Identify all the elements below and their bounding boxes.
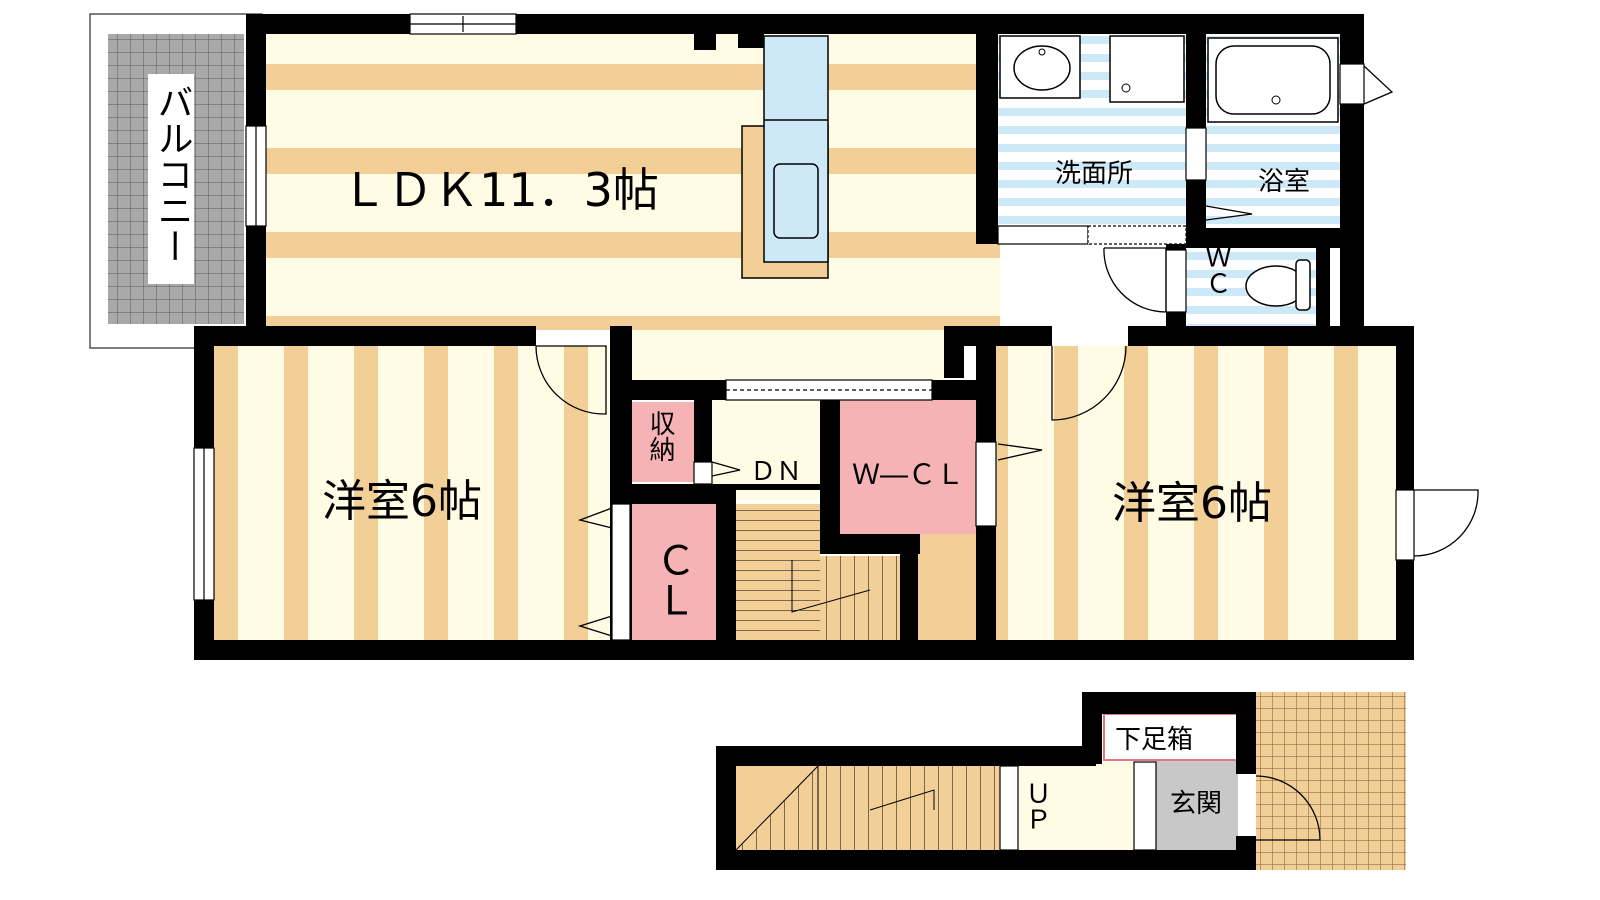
windows bbox=[193, 13, 1415, 641]
ldk-label: ＬＤＫ11．3帖 bbox=[341, 163, 659, 217]
stairs-down-label: ＤＮ bbox=[750, 457, 802, 487]
closet-label: ＣＬ bbox=[649, 540, 695, 620]
bathroom-label: 浴室 bbox=[1258, 167, 1310, 197]
wic-floor bbox=[840, 400, 978, 534]
stairs-up-label: ＵＰ bbox=[1021, 780, 1051, 832]
western-left-floor bbox=[212, 346, 614, 642]
entrance-label: 玄関 bbox=[1170, 789, 1222, 819]
ldk-floor bbox=[262, 30, 1000, 330]
stairs-upper-2 bbox=[820, 556, 900, 640]
western-right-label: 洋室6帖 bbox=[1112, 478, 1272, 529]
balcony-label: バルコニー bbox=[152, 84, 193, 264]
wic-label: Ｗ―ＣＬ bbox=[852, 458, 964, 491]
wc-label: ＷＣ bbox=[1201, 244, 1231, 296]
door-swings bbox=[535, 65, 1479, 637]
storage-floor bbox=[632, 402, 694, 482]
kitchen-counter bbox=[741, 35, 829, 279]
entrance-area bbox=[735, 692, 1406, 870]
walls-upper bbox=[194, 14, 1414, 660]
hall-pillar bbox=[918, 534, 978, 640]
western-left-label: 洋室6帖 bbox=[322, 476, 482, 527]
stairs-upper bbox=[736, 504, 820, 640]
toilet bbox=[1245, 259, 1311, 311]
entrance-door-swing bbox=[1255, 775, 1321, 841]
stairs-arrow bbox=[791, 560, 871, 613]
windows-lower bbox=[999, 761, 1157, 851]
shoe-box-label: 下足箱 bbox=[1115, 725, 1193, 755]
closet-floor bbox=[632, 504, 716, 640]
balcony bbox=[89, 13, 263, 349]
washbasin bbox=[999, 35, 1185, 103]
bathtub bbox=[1207, 37, 1339, 123]
walls-lower bbox=[716, 692, 1256, 870]
western-right-floor bbox=[994, 346, 1396, 642]
washroom-label: 洗面所 bbox=[1055, 159, 1133, 189]
storage-label: 収納 bbox=[645, 410, 675, 462]
stair-landing bbox=[712, 400, 820, 500]
